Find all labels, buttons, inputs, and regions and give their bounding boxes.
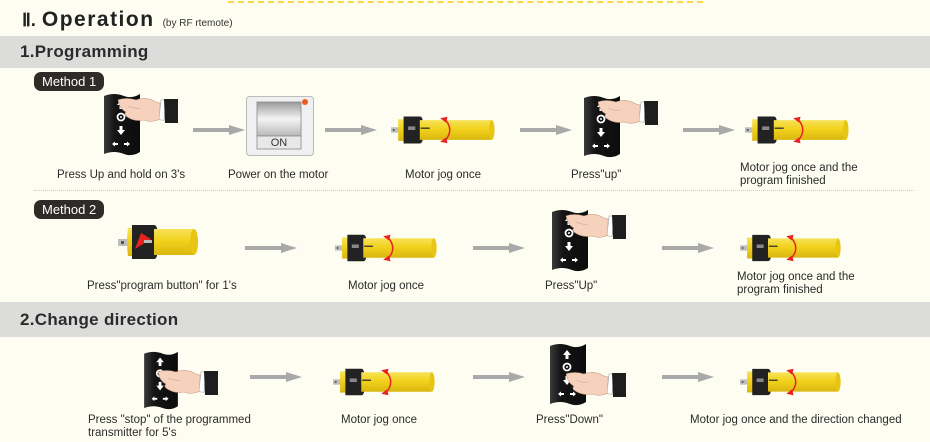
title-text: Operation: [41, 8, 155, 31]
arrow-right-icon: [473, 243, 525, 253]
step-caption-multiline: Motor jog once and the program finished: [740, 162, 858, 188]
step-caption: Motor jog once: [341, 414, 418, 426]
motor-jog-icon: [745, 110, 853, 150]
method-1-badge: Method 1: [34, 72, 105, 91]
caption-line: Press "stop" of the programmed: [88, 414, 251, 426]
section-programming-header: 1.Programming: [0, 36, 930, 68]
method-2-badge: Method 2: [34, 200, 105, 219]
top-dashed-divider: [228, 0, 703, 3]
motor-jog-icon: [390, 110, 500, 150]
step-caption: Press"up": [571, 169, 622, 181]
arrow-right-icon: [193, 125, 245, 135]
section-change-direction-header: 2.Change direction: [0, 302, 930, 337]
title-numeral: Ⅱ.: [22, 10, 36, 30]
dotted-divider: [34, 190, 914, 191]
remote-press-up-icon: [578, 94, 673, 159]
motor-jog-icon: [740, 362, 848, 402]
motor-jog-icon: [740, 228, 848, 268]
step-caption: Motor jog once and the direction changed: [690, 414, 902, 426]
arrow-right-icon: [662, 372, 714, 382]
arrow-right-icon: [683, 125, 735, 135]
remote-press-up-icon: [546, 208, 641, 273]
step-caption: Motor jog once: [348, 280, 425, 292]
arrow-right-icon: [520, 125, 572, 135]
step-caption-multiline: Press "stop" of the programmed transmitt…: [88, 414, 251, 440]
caption-line: program finished: [740, 175, 826, 187]
page-title: Ⅱ. Operation (by RF rtemote): [22, 8, 233, 34]
caption-line: program finished: [737, 284, 823, 296]
step-caption: Press"Up": [545, 280, 598, 292]
switch-label: ON: [270, 137, 288, 149]
remote-press-up-icon: [98, 92, 193, 157]
motor-jog-icon: [333, 362, 443, 402]
arrow-right-icon: [250, 372, 302, 382]
power-switch-on-icon: ON: [246, 96, 314, 156]
caption-line: transmitter for 5's: [88, 427, 177, 439]
arrow-right-icon: [325, 125, 377, 135]
motor-program-button-icon: [118, 222, 202, 262]
step-caption: Press"Down": [536, 414, 603, 426]
arrow-right-icon: [473, 372, 525, 382]
motor-jog-icon: [335, 228, 445, 268]
arrow-right-icon: [662, 243, 714, 253]
remote-press-down-icon: [548, 342, 643, 407]
remote-press-stop-icon: [142, 350, 237, 412]
arrow-right-icon: [245, 243, 297, 253]
caption-line: Motor jog once and the: [737, 271, 855, 283]
section-title: 2.Change direction: [20, 309, 179, 329]
step-caption: Press Up and hold on 3's: [57, 169, 186, 181]
step-caption: Power on the motor: [228, 169, 329, 181]
title-subtitle: (by RF rtemote): [162, 18, 233, 29]
step-caption: Motor jog once: [405, 169, 482, 181]
step-caption-multiline: Motor jog once and the program finished: [737, 271, 855, 297]
caption-line: Motor jog once and the: [740, 162, 858, 174]
section-title: 1.Programming: [20, 42, 149, 61]
step-caption: Press"program button" for 1's: [87, 280, 237, 292]
